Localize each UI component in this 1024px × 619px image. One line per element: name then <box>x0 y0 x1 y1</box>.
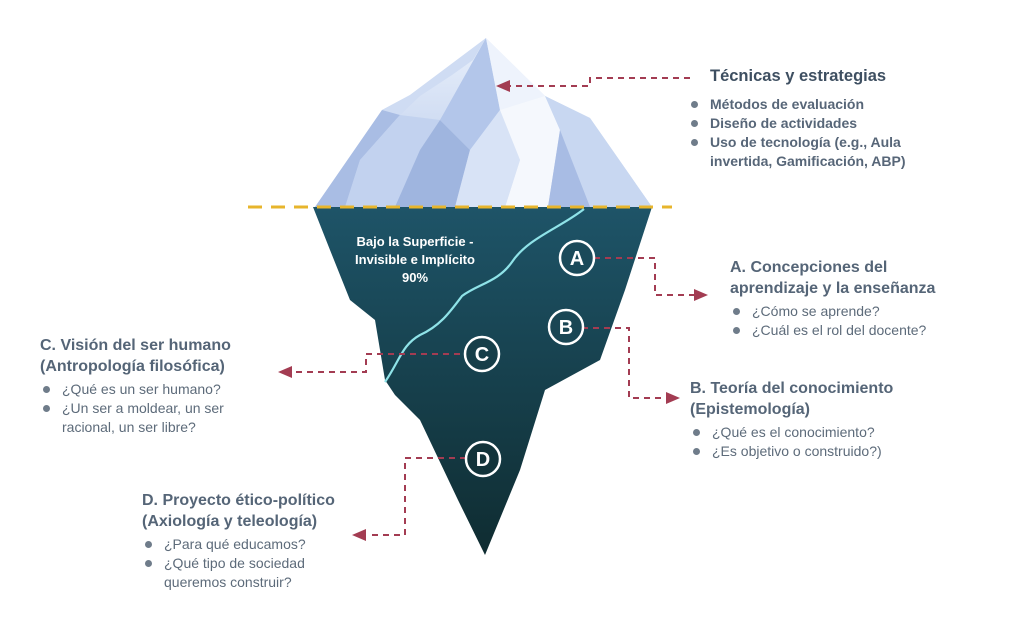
marker-a: A <box>558 239 596 277</box>
list-item: ¿Qué es el conocimiento? <box>690 423 990 442</box>
arrowheads <box>278 80 708 541</box>
section-a-title-line1: A. Concepciones del <box>730 259 888 276</box>
svg-text:D: D <box>476 449 490 471</box>
tips-title: Técnicas y estrategias <box>710 67 887 85</box>
list-item: ¿Es objetivo o construido?) <box>690 442 990 461</box>
section-b-title-line1: B. Teoría del conocimiento <box>690 380 894 397</box>
underwater-label-line3: 90% <box>401 270 429 285</box>
list-item: ¿Para qué educamos? <box>142 535 382 554</box>
section-b-list: ¿Qué es el conocimiento? ¿Es objetivo o … <box>690 423 990 461</box>
section-d: D. Proyecto ético-político (Axiología y … <box>142 490 382 592</box>
underwater-label: Bajo la Superficie - Invisible e Implíci… <box>340 233 490 287</box>
marker-c: C <box>463 335 501 373</box>
connectors <box>293 77 700 536</box>
tips-list: Métodos de evaluación Diseño de activida… <box>688 95 978 171</box>
arrowhead-tips <box>496 80 510 92</box>
list-item: ¿Qué tipo de sociedad queremos construir… <box>142 554 354 592</box>
section-a-title-line2: aprendizaje y la enseñanza <box>730 280 936 297</box>
svg-text:B: B <box>559 317 573 339</box>
list-item: ¿Cómo se aprende? <box>730 302 1010 321</box>
marker-d: D <box>464 440 502 478</box>
connector-b <box>582 327 670 399</box>
svg-text:A: A <box>570 248 584 270</box>
list-item: Uso de tecnología (e.g., Aula invertida,… <box>688 133 960 171</box>
section-d-title-line2: (Axiología y teleología) <box>142 513 318 530</box>
iceberg-tip <box>315 38 652 207</box>
section-c-title-line1: C. Visión del ser humano <box>40 337 231 354</box>
list-item: Métodos de evaluación <box>688 95 978 114</box>
connector-a <box>594 257 700 296</box>
svg-text:C: C <box>475 344 489 366</box>
arrowhead-d <box>352 529 366 541</box>
section-b-title-line2: (Epistemología) <box>690 401 811 418</box>
underwater-label-line1: Bajo la Superficie - <box>356 234 474 249</box>
list-item: ¿Qué es un ser humano? <box>40 380 280 399</box>
marker-b: B <box>547 308 585 346</box>
arrowhead-c <box>278 366 292 378</box>
section-a: A. Concepciones del aprendizaje y la ens… <box>730 257 1010 340</box>
section-c-title-line2: (Antropología filosófica) <box>40 358 225 375</box>
section-c: C. Visión del ser humano (Antropología f… <box>40 335 280 437</box>
section-b: B. Teoría del conocimiento (Epistemologí… <box>690 378 990 461</box>
arrowhead-b <box>666 392 680 404</box>
current-line <box>384 208 585 383</box>
list-item: ¿Un ser a moldear, un ser racional, un s… <box>40 399 267 437</box>
list-item: Diseño de actividades <box>688 114 978 133</box>
iceberg-underwater <box>313 207 652 555</box>
connector-d <box>368 457 466 536</box>
section-d-list: ¿Para qué educamos? ¿Qué tipo de socieda… <box>142 535 382 592</box>
section-c-list: ¿Qué es un ser humano? ¿Un ser a moldear… <box>40 380 280 437</box>
connector-c <box>293 353 460 373</box>
list-item: ¿Cuál es el rol del docente? <box>730 321 1010 340</box>
connector-tips <box>510 77 690 87</box>
tips-block: Técnicas y estrategias Métodos de evalua… <box>688 66 988 171</box>
section-d-title-line1: D. Proyecto ético-político <box>142 492 335 509</box>
section-a-list: ¿Cómo se aprende? ¿Cuál es el rol del do… <box>730 302 1010 340</box>
arrowhead-a <box>694 289 708 301</box>
underwater-label-line2: Invisible e Implícito <box>355 252 475 267</box>
